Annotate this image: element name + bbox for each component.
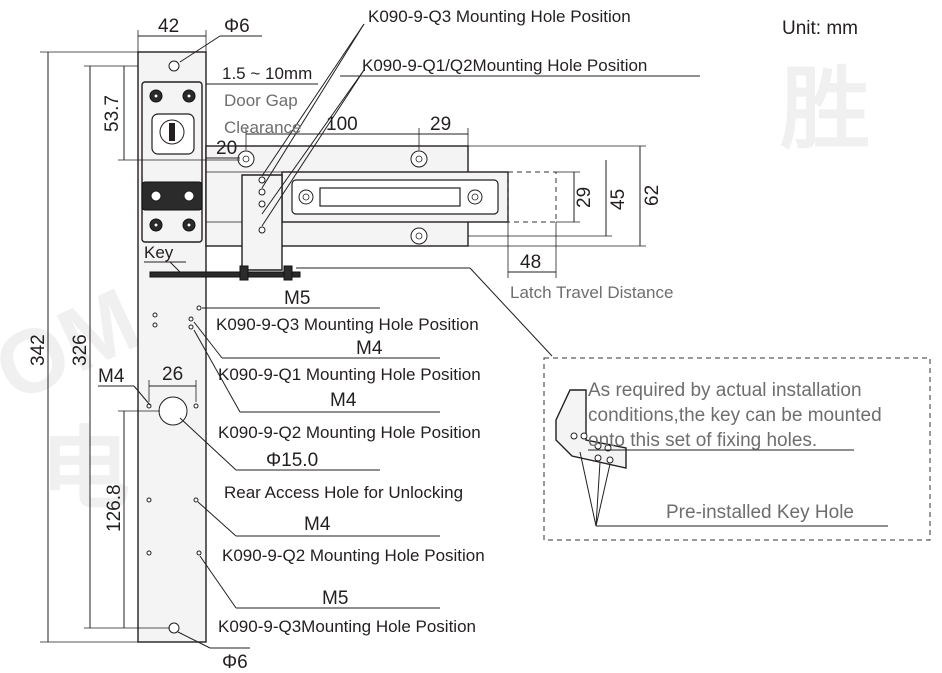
dim-gap-range: 1.5 ~ 10mm bbox=[222, 64, 312, 83]
dim-100: 100 bbox=[326, 114, 358, 135]
q2-mid-label: K090-9-Q2 Mounting Hole Position bbox=[218, 423, 481, 442]
m4-c-label: M4 bbox=[304, 514, 331, 535]
key-mounting-inset bbox=[543, 357, 931, 541]
clearance-label: Clearance bbox=[224, 118, 302, 137]
dim-126-8: 126.8 bbox=[104, 484, 125, 532]
q3-mid-label: K090-9-Q3 Mounting Hole Position bbox=[216, 315, 479, 334]
dim-62: 62 bbox=[642, 185, 663, 206]
m5-a-label: M5 bbox=[284, 288, 310, 309]
dim-48: 48 bbox=[520, 252, 541, 273]
dim-26: 26 bbox=[162, 364, 183, 385]
watermark-char-1: 电 bbox=[40, 420, 130, 520]
unit-label: Unit: mm bbox=[782, 18, 858, 39]
bottom-phi6-hole bbox=[168, 622, 180, 634]
latch-travel-label: Latch Travel Distance bbox=[510, 283, 673, 302]
dim-29-top: 29 bbox=[430, 114, 451, 135]
q2-low-label: K090-9-Q2 Mounting Hole Position bbox=[222, 546, 485, 565]
dim-342: 342 bbox=[28, 334, 49, 366]
dim-phi6-top: Φ6 bbox=[224, 16, 250, 37]
inset-note-line-1: As required by actual installation bbox=[588, 380, 862, 401]
q1-mid-label: K090-9-Q1 Mounting Hole Position bbox=[218, 365, 481, 384]
top-phi6-hole bbox=[168, 60, 180, 72]
door-gap-label: Door Gap bbox=[224, 91, 298, 110]
key-label: Key bbox=[144, 243, 174, 262]
inset-note-line-3: onto this set of fixing holes. bbox=[588, 430, 817, 451]
watermark-char-2: 胜 bbox=[780, 60, 870, 160]
dim-20: 20 bbox=[216, 138, 237, 159]
dim-width-42: 42 bbox=[158, 16, 179, 37]
q3-low-label: K090-9-Q3Mounting Hole Position bbox=[218, 617, 476, 636]
dim-45: 45 bbox=[608, 189, 629, 210]
inset-note-line-2: conditions,the key can be mounted bbox=[588, 405, 882, 426]
phi15-label: Φ15.0 bbox=[266, 450, 318, 471]
m4-a-label: M4 bbox=[356, 338, 383, 359]
dim-phi6-bottom: Φ6 bbox=[222, 652, 248, 673]
m4-b-label: M4 bbox=[330, 390, 357, 411]
dimension-lines bbox=[40, 23, 700, 649]
dim-53-7: 53.7 bbox=[102, 95, 123, 132]
dim-326: 326 bbox=[70, 334, 91, 366]
q1q2-top-label: K090-9-Q1/Q2Mounting Hole Position bbox=[362, 56, 647, 75]
q3-top-label: K090-9-Q3 Mounting Hole Position bbox=[368, 7, 631, 26]
vertical-lock-plate bbox=[137, 51, 207, 643]
m4-left-label: M4 bbox=[98, 366, 125, 387]
m5-b-label: M5 bbox=[322, 588, 348, 609]
preinstalled-key-hole-label: Pre-installed Key Hole bbox=[666, 502, 854, 523]
dim-29-side: 29 bbox=[574, 187, 595, 208]
horizontal-latch-assembly bbox=[149, 145, 557, 281]
rear-access-label: Rear Access Hole for Unlocking bbox=[224, 483, 463, 502]
